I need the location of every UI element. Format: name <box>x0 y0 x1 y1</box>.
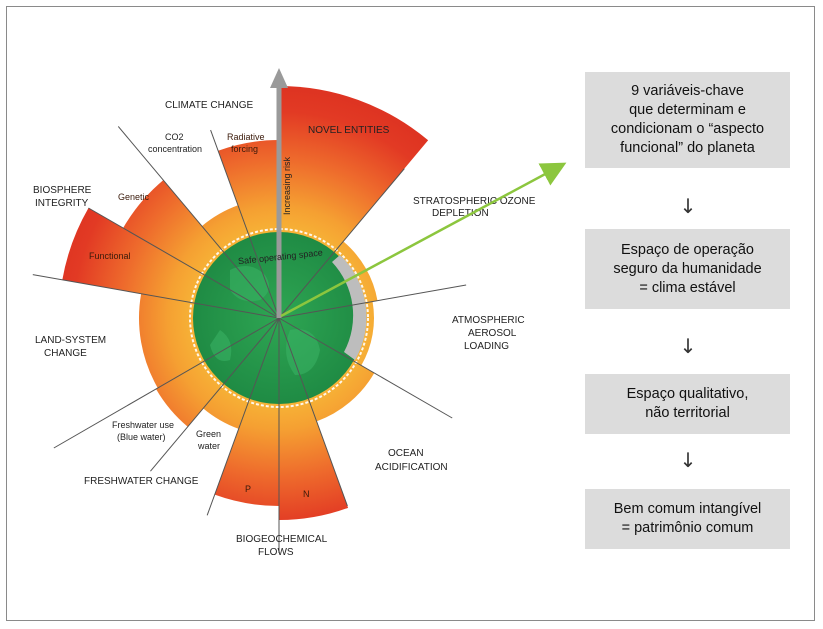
label-co2-2: concentration <box>148 144 202 154</box>
flow-box-3-line-1: Espaço qualitativo, <box>626 386 749 402</box>
label-green-water-1: Green <box>196 429 221 439</box>
label-biosphere-1: BIOSPHERE <box>33 185 92 196</box>
flow-box-qualitative-space: Espaço qualitativo, não territorial <box>585 374 790 434</box>
flow-box-3-line-2: não territorial <box>645 405 730 421</box>
label-ocean-1: OCEAN <box>388 448 424 459</box>
label-biogeochemical-1: BIOGEOCHEMICAL <box>236 534 328 545</box>
boundary-divider-line <box>206 317 280 516</box>
label-atmospheric-3: LOADING <box>464 341 509 352</box>
boundary-divider-line <box>278 168 405 319</box>
label-p: P <box>245 484 251 494</box>
label-freshwater-use-2: (Blue water) <box>117 432 166 442</box>
boundary-divider-line <box>278 317 453 419</box>
label-co2-1: CO2 <box>165 132 184 142</box>
boundary-divider-line <box>278 284 467 319</box>
label-stratospheric-1: STRATOSPHERIC OZONE <box>413 196 536 207</box>
flow-box-safe-space: Espaço de operação seguro da humanidade … <box>585 229 790 309</box>
increasing-risk-label: Increasing risk <box>282 156 292 215</box>
down-arrow-icon: ↓ <box>679 448 697 472</box>
label-novel-entities: NOVEL ENTITIES <box>308 125 390 136</box>
connector-arrow <box>280 162 567 318</box>
label-n: N <box>303 489 310 499</box>
flow-box-1-line-4: funcional” do planeta <box>620 140 755 156</box>
flow-box-4-line-2: = patrimônio comum <box>621 520 754 536</box>
flow-box-2-line-1: Espaço de operação <box>620 241 754 258</box>
boundary-divider-line <box>278 317 348 507</box>
flow-box-1-line-1: 9 variáveis-chave <box>631 83 744 99</box>
flow-box-2-line-2: seguro da humanidade <box>613 260 762 277</box>
flow-box-2-line-3: = clima estável <box>639 279 736 296</box>
label-ocean-2: ACIDIFICATION <box>375 462 448 473</box>
label-land-system-2: CHANGE <box>44 348 87 359</box>
label-biogeochemical-2: FLOWS <box>258 547 294 558</box>
label-green-water-2: water <box>197 441 220 451</box>
flow-box-4-line-1: Bem comum intangível <box>613 501 762 517</box>
boundary-divider-line <box>32 274 280 319</box>
label-freshwater-change: FRESHWATER CHANGE <box>84 476 199 487</box>
flow-box-common-good: Bem comum intangível = patrimônio comum <box>585 489 790 549</box>
down-arrow-icon: ↓ <box>679 194 697 218</box>
down-arrow-icon: ↓ <box>679 334 697 358</box>
boundary-divider-line <box>150 317 280 472</box>
label-stratospheric-2: DEPLETION <box>432 208 489 219</box>
boundary-divider-line <box>117 126 280 319</box>
flow-box-1-line-2: que determinam e <box>629 102 746 118</box>
label-radiative-1: Radiative <box>227 132 265 142</box>
globe-continents <box>210 266 320 375</box>
flow-box-key-variables: 9 variáveis-chave que determinam e condi… <box>585 72 790 168</box>
flow-box-1-line-3: condicionam o “aspecto <box>610 121 765 137</box>
unquantified-area <box>332 255 367 360</box>
label-freshwater-use-1: Freshwater use <box>112 420 174 430</box>
label-functional: Functional <box>89 251 131 261</box>
boundary-divider-line <box>210 129 280 319</box>
boundary-divider-line <box>88 207 280 319</box>
label-atmospheric-2: AEROSOL <box>468 328 517 339</box>
label-biosphere-2: INTEGRITY <box>35 198 89 209</box>
safe-boundary-ring <box>189 228 369 408</box>
label-land-system-1: LAND-SYSTEM <box>35 335 106 346</box>
label-genetic: Genetic <box>118 192 150 202</box>
boundary-dividers <box>32 78 467 553</box>
increasing-risk-arrowhead <box>270 68 288 88</box>
boundary-divider-line <box>53 317 280 449</box>
label-climate-change: CLIMATE CHANGE <box>165 100 253 111</box>
label-radiative-2: forcing <box>231 144 258 154</box>
label-atmospheric-1: ATMOSPHERIC <box>452 315 525 326</box>
